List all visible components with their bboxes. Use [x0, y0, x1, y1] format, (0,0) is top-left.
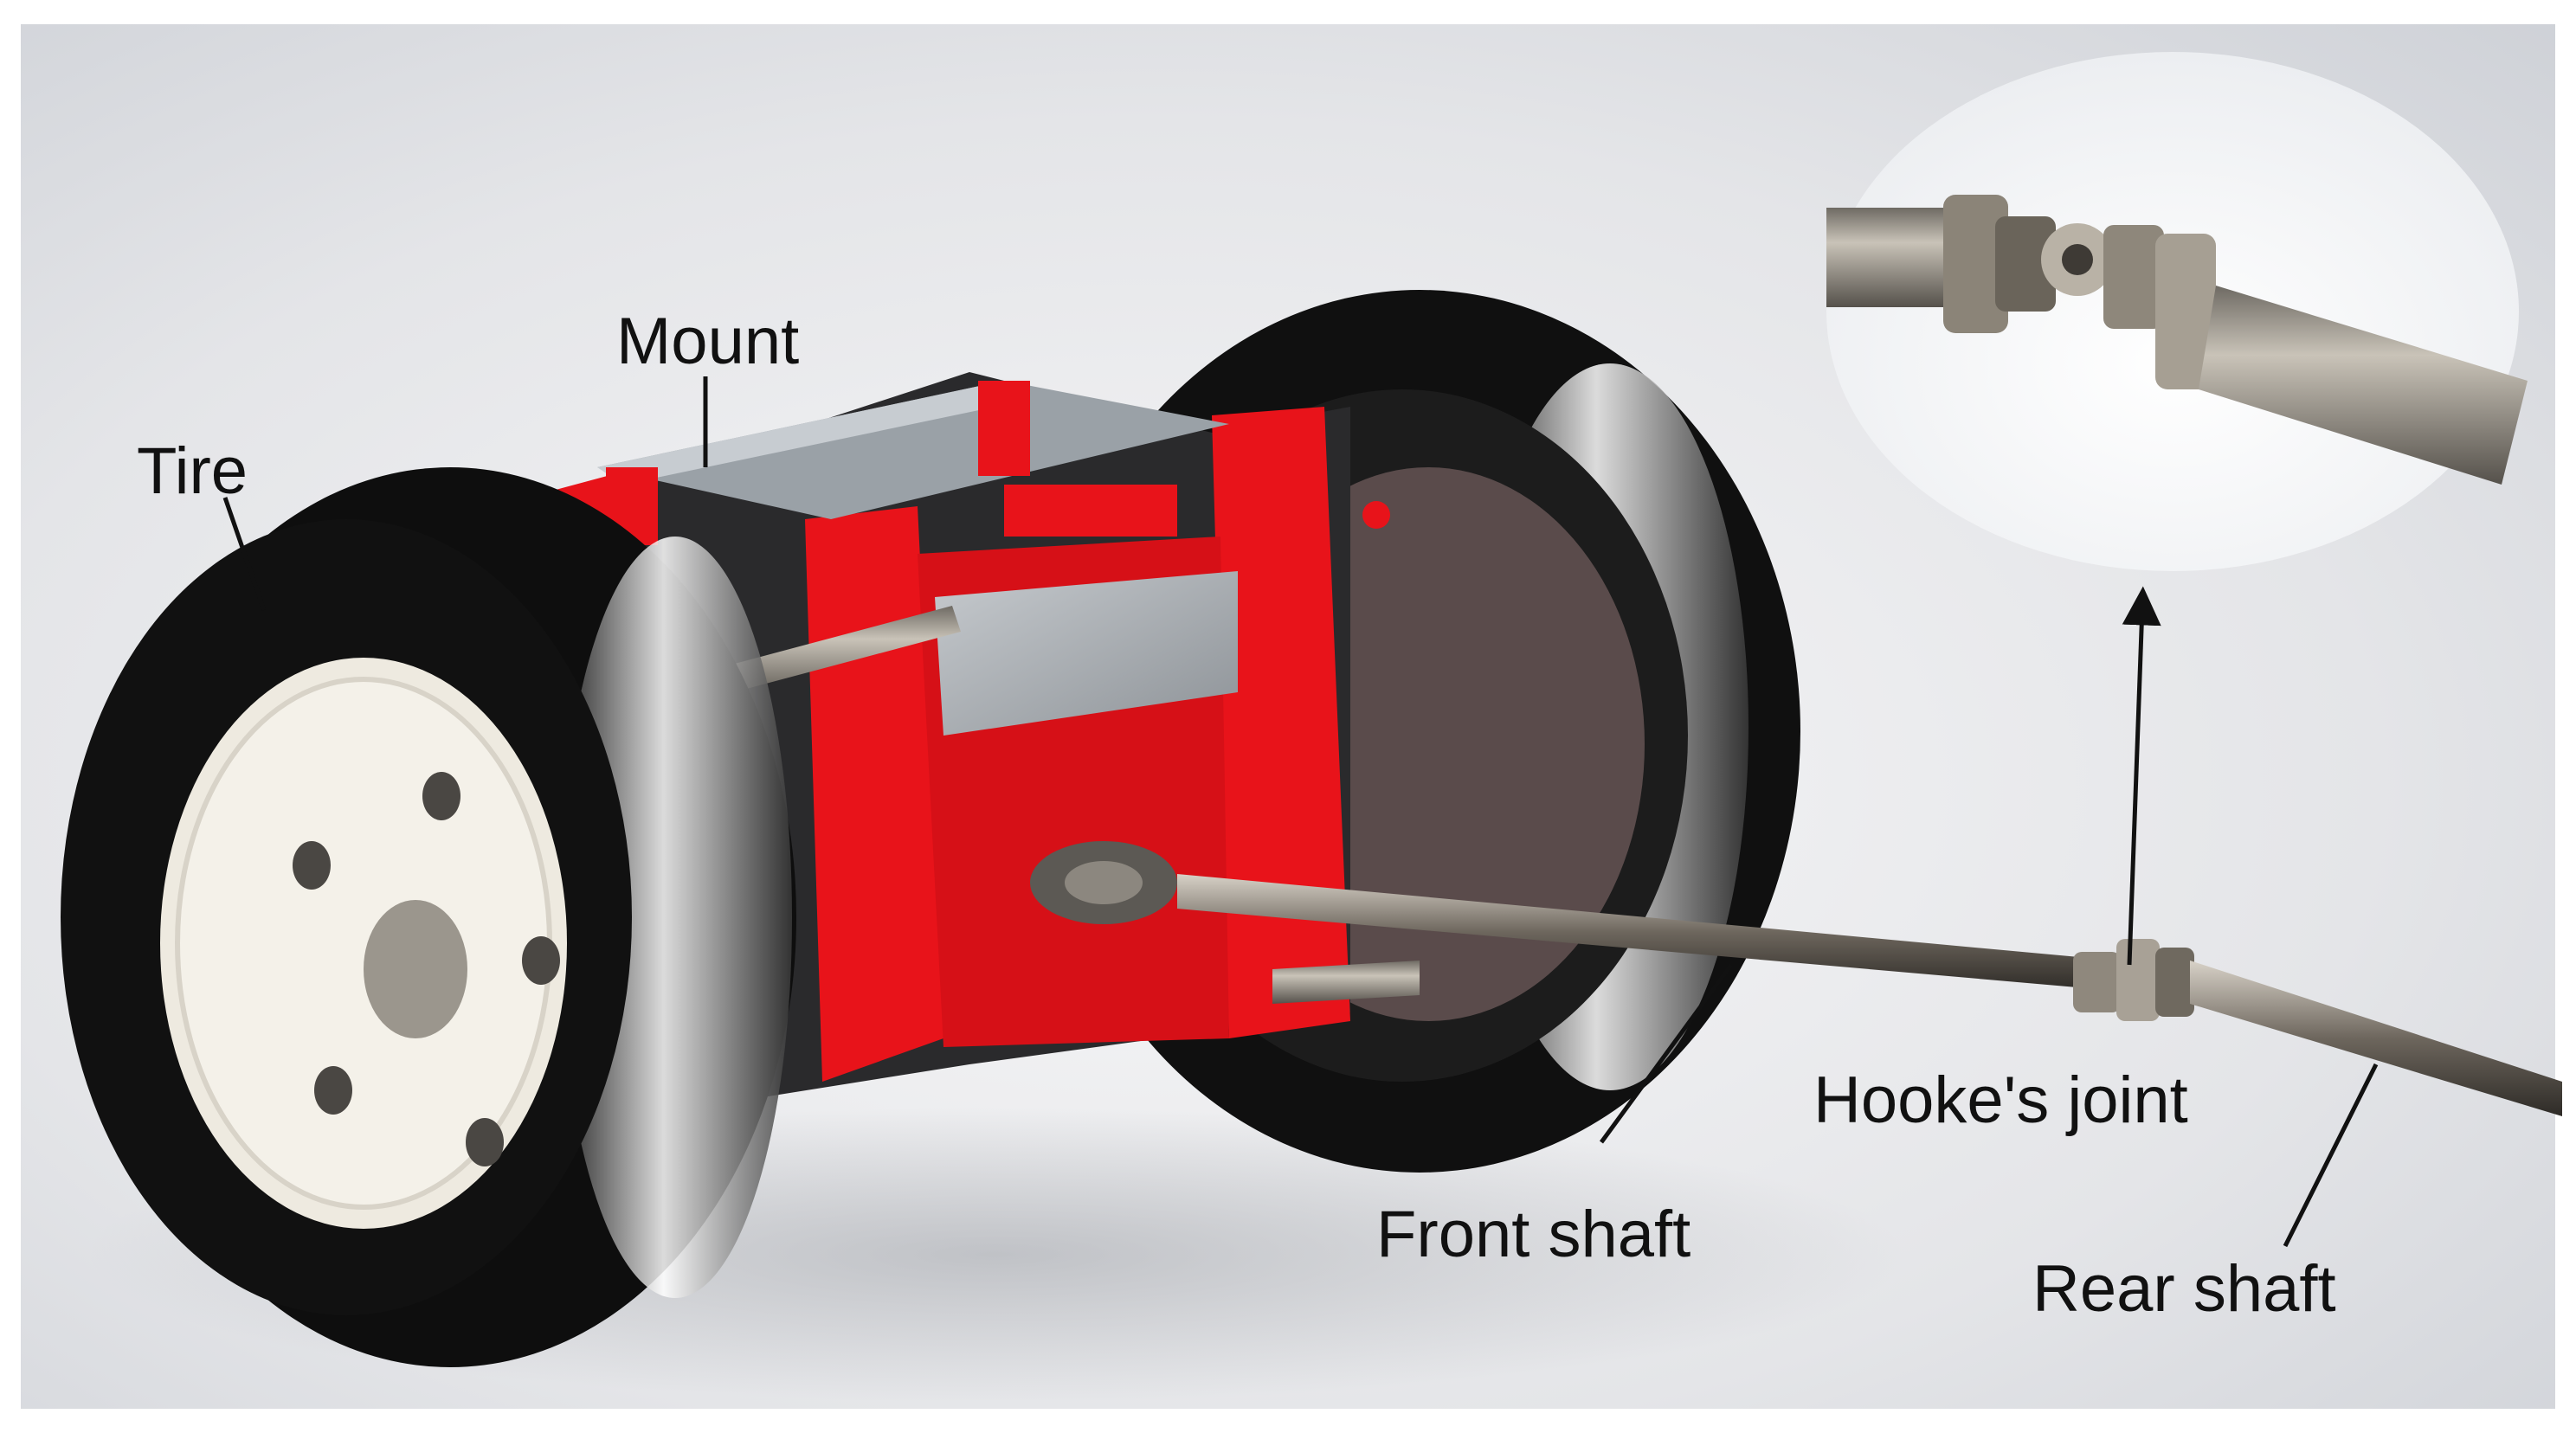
rear-shaft-leader-line — [2283, 1063, 2379, 1248]
hookes-joint — [2073, 939, 2194, 1021]
hookes-joint-label: Hooke's joint — [1813, 1064, 2188, 1137]
front-shaft-leader-line — [1599, 963, 1734, 1144]
leader-lines — [222, 376, 2379, 1248]
front-shaft-label: Front shaft — [1376, 1198, 1690, 1271]
rear-shaft — [2190, 961, 2562, 1116]
tire-leader-line — [222, 497, 267, 611]
rear-shaft-label: Rear shaft — [2032, 1252, 2336, 1326]
hookes-joint-inset — [1826, 52, 2528, 571]
front-shaft — [1030, 841, 2116, 991]
mount-label: Mount — [616, 305, 799, 378]
hookes-joint-arrow — [2122, 586, 2161, 966]
tire-label: Tire — [137, 434, 248, 508]
wheel-hub — [160, 658, 567, 1229]
